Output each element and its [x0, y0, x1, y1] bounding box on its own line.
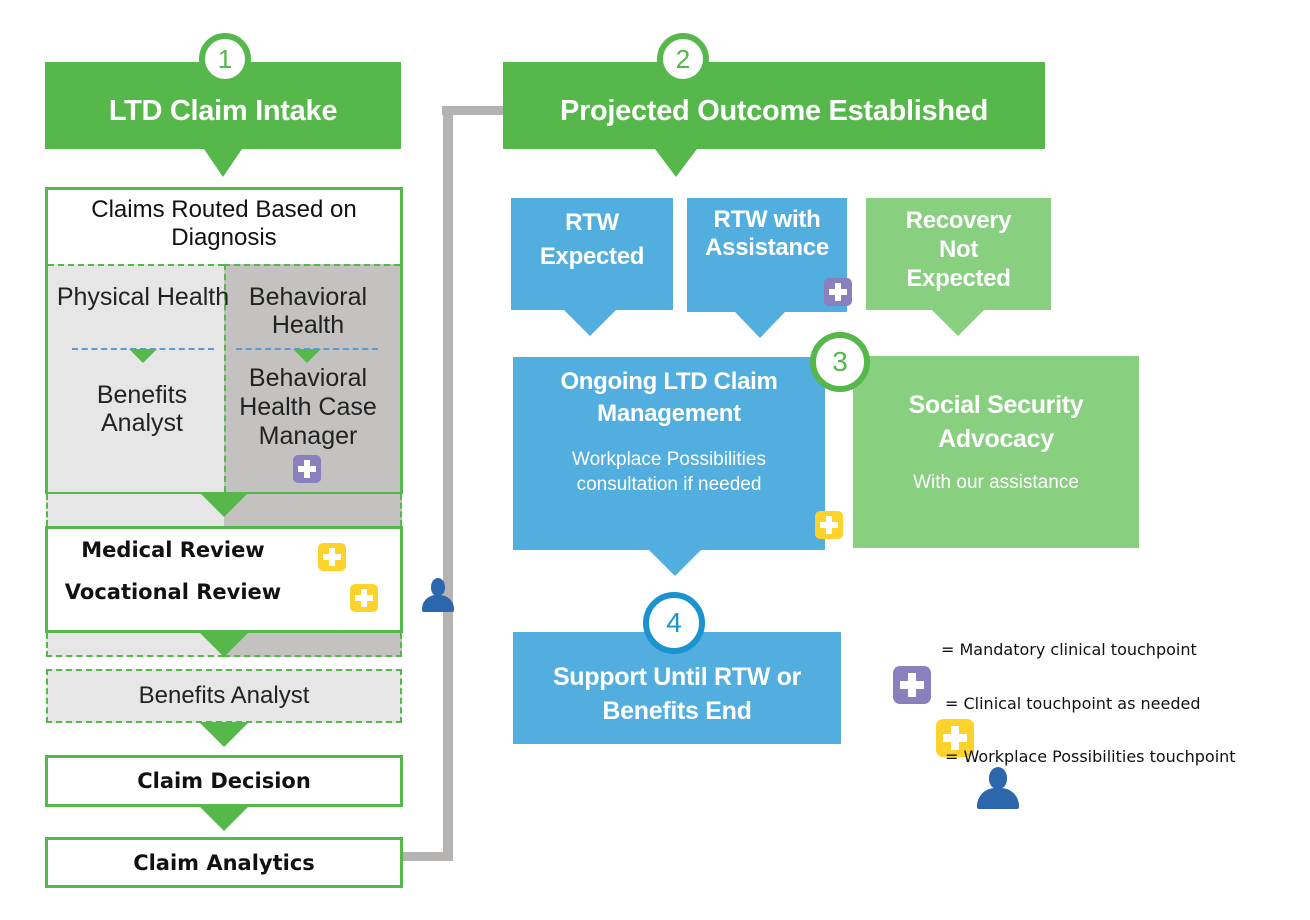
yellow-plus-icon: [936, 719, 975, 757]
mandatory-clinical-touchpoint: [293, 455, 321, 483]
ongoing-subtitle: Workplace Possibilities consultation if …: [572, 449, 766, 495]
arrow-down-icon: [735, 312, 785, 338]
arrow-down-icon: [564, 310, 616, 336]
arrow-down-icon: [932, 310, 984, 336]
legend-item-mandatory: = Mandatory clinical touchpoint: [941, 640, 1197, 659]
person-icon: [421, 578, 455, 612]
band-right: [224, 633, 402, 657]
ongoing-title: Ongoing LTD Claim Management: [560, 368, 778, 427]
outcome-rtw-with-assistance: RTW with Assistance: [687, 198, 847, 312]
band-right: [224, 494, 402, 526]
purple-plus-icon: [893, 666, 931, 704]
connector-horizontal-top: [442, 106, 504, 115]
arrow-down-icon: [129, 349, 157, 363]
step1-number-badge: 1: [199, 33, 251, 85]
physical-health-label: Physical Health: [56, 283, 230, 311]
step2-title: Projected Outcome Established: [559, 95, 989, 127]
purple-plus-icon: [293, 455, 321, 483]
band-left: [46, 633, 224, 657]
medical-review-label: Medical Review: [81, 538, 265, 562]
person-icon: [976, 767, 1020, 809]
connector-vertical: [443, 106, 453, 861]
step2-number-badge: 2: [657, 33, 709, 85]
arrow-down-icon: [199, 632, 249, 657]
outcome-recovery-not-expected: Recovery Not Expected: [866, 198, 1051, 310]
step4-number-badge: 4: [643, 592, 705, 654]
arrow-down-icon: [199, 722, 249, 747]
yellow-plus-icon: [350, 584, 379, 612]
vocational-review-label: Vocational Review: [64, 580, 282, 604]
step1-title: LTD Claim Intake: [108, 95, 338, 127]
connector-horizontal-bottom: [403, 852, 453, 861]
arrow-down-icon: [649, 550, 701, 576]
step3-number-badge: 3: [810, 332, 870, 392]
arrow-down-icon: [204, 149, 242, 177]
ongoing-claim-management-box: [513, 357, 825, 550]
step3-subtitle: With our assistance: [913, 472, 1079, 493]
behavioral-role-label: Behavioral Health Case Manager: [239, 364, 377, 450]
band-left: [46, 494, 224, 526]
step3-title: Social Security Advocacy: [908, 391, 1084, 453]
physical-role-label: Benefits Analyst: [96, 381, 188, 437]
routing-heading: Claims Routed Based on Diagnosis: [91, 196, 357, 251]
physical-health-column: [48, 264, 224, 492]
claim-analytics-box: Claim Analytics: [45, 837, 403, 888]
yellow-plus-icon: [815, 511, 844, 539]
benefits-analyst-box: Benefits Analyst: [46, 669, 402, 723]
outcome-rtw-expected: RTW Expected: [511, 198, 673, 310]
step1-header: LTD Claim Intake: [45, 62, 401, 149]
arrow-down-icon: [655, 149, 697, 177]
arrow-down-icon: [199, 806, 249, 831]
behavioral-health-label: Behavioral Health: [248, 283, 368, 339]
arrow-down-icon: [199, 492, 249, 517]
purple-plus-icon: [824, 278, 853, 306]
social-security-advocacy-box: [853, 356, 1139, 548]
step2-header: Projected Outcome Established: [503, 62, 1045, 149]
legend-item-workplace: = Workplace Possibilities touchpoint: [945, 747, 1236, 766]
claim-decision-box: Claim Decision: [45, 755, 403, 807]
legend-item-as-needed: = Clinical touchpoint as needed: [945, 694, 1201, 713]
yellow-plus-icon: [318, 543, 346, 571]
legend: = Mandatory clinical touchpoint = Clinic…: [0, 34, 1310, 809]
behavioral-health-column: [224, 264, 400, 492]
arrow-down-icon: [293, 349, 321, 363]
